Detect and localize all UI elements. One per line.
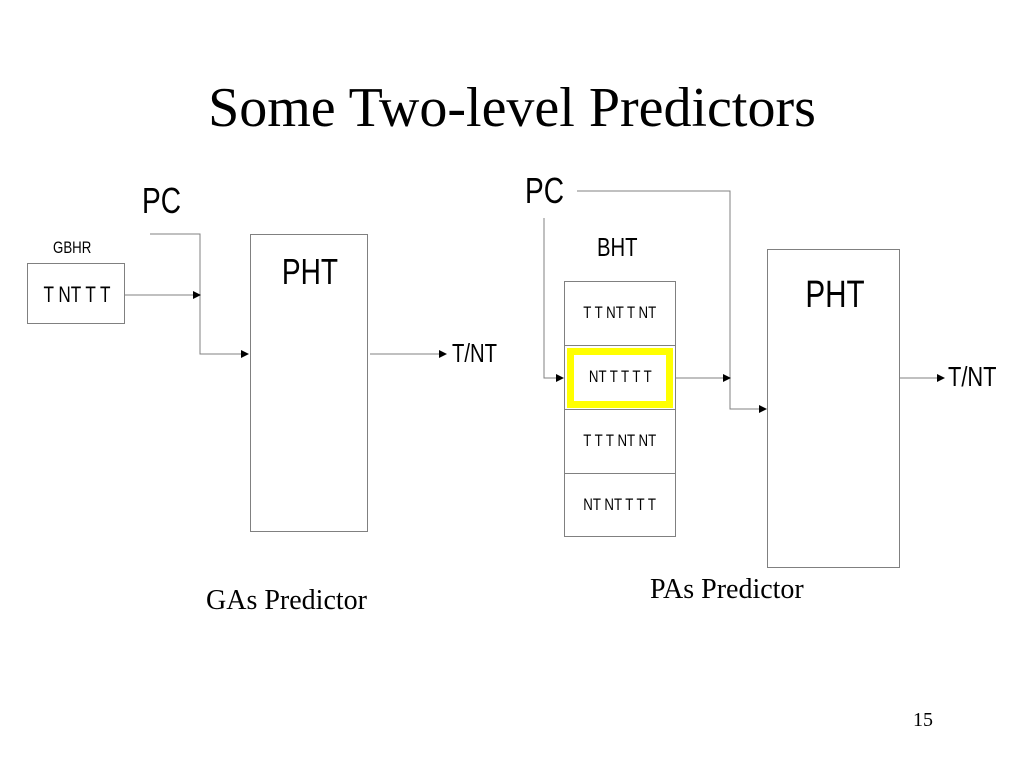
gbhr-register: T NT T T (27, 263, 125, 324)
gas-pc-wire (150, 233, 249, 358)
bht-row: T T NT T NT (565, 282, 675, 346)
pas-pc-label: PC (525, 170, 565, 211)
pas-pc-to-pht-wire (577, 190, 767, 413)
pas-pc-to-bht-wire (543, 218, 564, 382)
page-number: 15 (913, 709, 933, 731)
gas-output-label: T/NT (452, 338, 498, 368)
pas-pht-label: PHT (804, 274, 865, 316)
bht-selected-highlight (567, 348, 673, 408)
gas-pht-table: PHT (250, 234, 368, 532)
gas-pc-label: PC (142, 180, 182, 221)
gbhr-label: GBHR (53, 238, 92, 257)
gbhr-value: T NT T T (43, 282, 111, 307)
pas-pht-table: PHT (767, 249, 900, 568)
bht-row: NT NT T T T (583, 495, 657, 514)
slide-title: Some Two-level Predictors (208, 77, 816, 139)
pas-caption: PAs Predictor (650, 574, 804, 605)
bht-row: T T T NT NT (565, 410, 675, 474)
gas-pht-label: PHT (281, 251, 339, 292)
pas-output-label: T/NT (948, 361, 997, 392)
gas-caption: GAs Predictor (206, 585, 367, 616)
bht-table: T T NT T NT NT T T T T T T T NT NT NT NT… (564, 281, 676, 537)
bht-row-selected: NT T T T T (565, 346, 675, 410)
bht-label: BHT (597, 232, 638, 262)
